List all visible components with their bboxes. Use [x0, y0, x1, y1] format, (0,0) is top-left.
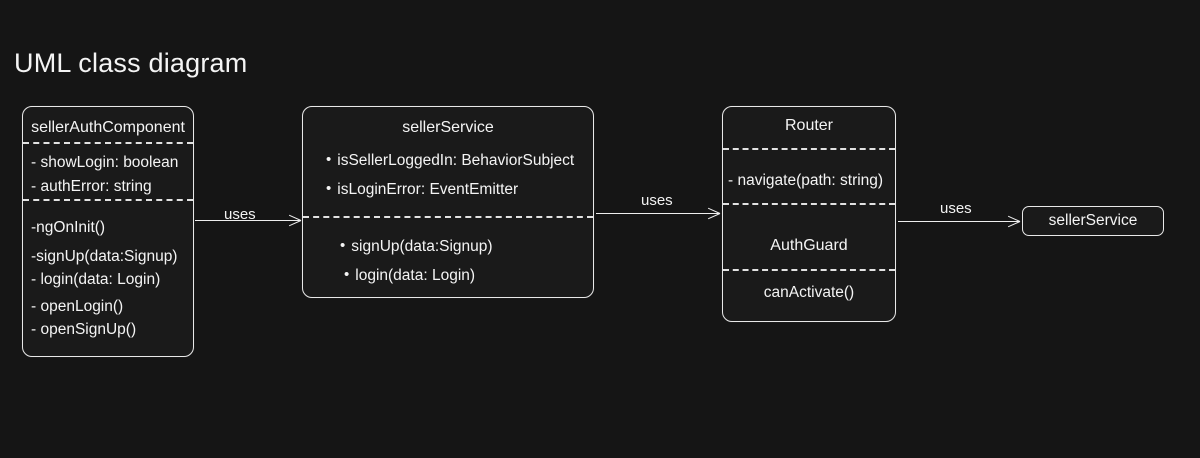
bullet-icon: •: [344, 266, 350, 283]
relation-label-uses-1: uses: [224, 206, 256, 223]
class-separator: [23, 199, 193, 201]
class-separator: [723, 148, 895, 150]
class-box-sellerservice[interactable]: sellerService • isSellerLoggedIn: Behavio…: [302, 106, 594, 298]
attribute-row: - showLogin: boolean: [31, 154, 179, 171]
relation-label-uses-3: uses: [940, 200, 972, 217]
attribute-row: - authError: string: [31, 178, 152, 195]
relation-arrow-line-2: [596, 213, 720, 214]
method-label: signUp(data:Signup): [351, 238, 493, 255]
method-row: - openLogin(): [31, 298, 124, 315]
class-separator: [723, 203, 895, 205]
bullet-icon: •: [326, 180, 332, 197]
class-box-router[interactable]: Router - navigate(path: string) AuthGuar…: [722, 106, 896, 322]
attribute-label: isSellerLoggedIn: BehaviorSubject: [337, 152, 575, 169]
class-name-sellerservice-ref: sellerService: [1048, 212, 1138, 229]
method-row: - login(data: Login): [31, 271, 161, 288]
class-name-sellerservice: sellerService: [402, 119, 494, 136]
method-row: • login(data: Login): [344, 266, 475, 286]
class-box-sellerservice-ref[interactable]: sellerService: [1022, 206, 1164, 236]
relation-arrow-line-3: [898, 221, 1020, 222]
class-name-sellerauthcomponent: sellerAuthComponent: [31, 119, 185, 136]
method-row: -ngOnInit(): [31, 219, 106, 236]
class-box-sellerauthcomponent[interactable]: sellerAuthComponent - showLogin: boolean…: [22, 106, 194, 357]
attribute-label: isLoginError: EventEmitter: [337, 181, 519, 198]
attribute-row: • isLoginError: EventEmitter: [326, 180, 518, 200]
method-label: login(data: Login): [355, 267, 476, 284]
method-row: -signUp(data:Signup): [31, 248, 178, 265]
bullet-icon: •: [340, 237, 346, 254]
relation-arrow-line-1: [195, 220, 301, 221]
relation-label-uses-2: uses: [641, 192, 673, 209]
attribute-row: • isSellerLoggedIn: BehaviorSubject: [326, 151, 574, 171]
method-row: - navigate(path: string): [728, 172, 884, 189]
method-row: • signUp(data:Signup): [340, 237, 493, 257]
class-name-router: Router: [784, 117, 834, 134]
method-row: - openSignUp(): [31, 321, 137, 338]
page-title: UML class diagram: [14, 48, 248, 78]
class-separator: [23, 142, 193, 144]
method-row: canActivate(): [763, 284, 855, 301]
class-separator: [723, 269, 895, 271]
class-separator: [303, 216, 593, 218]
bullet-icon: •: [326, 151, 332, 168]
class-name-authguard: AuthGuard: [770, 237, 848, 254]
